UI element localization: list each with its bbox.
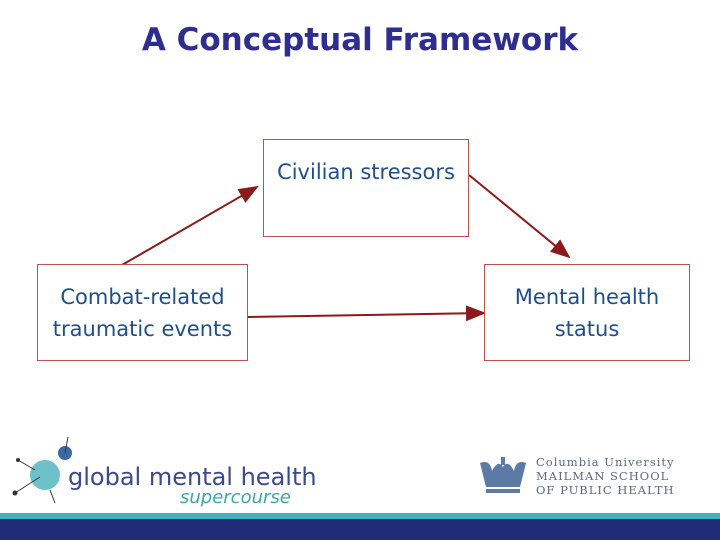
gmh-network-icon xyxy=(12,436,72,504)
gmh-subtext: supercourse xyxy=(180,487,291,508)
columbia-text: Columbia University MAILMAN SCHOOL OF PU… xyxy=(536,455,675,497)
mental-health-box: Mental health status xyxy=(484,264,690,361)
columbia-line-2: MAILMAN SCHOOL xyxy=(536,469,670,483)
gmh-logo: global mental health supercourse xyxy=(10,435,317,510)
civilian-label: Civilian stressors xyxy=(277,160,455,184)
combat-label-2: traumatic events xyxy=(52,317,233,341)
gmh-text: global mental health xyxy=(68,463,317,491)
mental-label-1: Mental health xyxy=(514,285,660,309)
combat-label-1: Combat-related xyxy=(60,285,225,309)
footer-navy-bar xyxy=(0,519,720,540)
slide-title: A Conceptual Framework xyxy=(141,22,579,58)
combat-events-box: Combat-related traumatic events xyxy=(37,264,248,361)
columbia-line-3: OF PUBLIC HEALTH xyxy=(536,483,675,497)
civilian-stressors-box: Civilian stressors xyxy=(263,139,469,237)
columbia-line-1: Columbia University xyxy=(536,455,675,469)
crown-icon xyxy=(480,457,526,493)
mental-label-2: status xyxy=(554,317,620,341)
arrow-combat-to-mental xyxy=(247,305,486,322)
footer-teal-bar xyxy=(0,513,720,519)
arrow-combat-to-civilian xyxy=(121,185,259,266)
arrow-civilian-to-mental xyxy=(468,174,571,259)
